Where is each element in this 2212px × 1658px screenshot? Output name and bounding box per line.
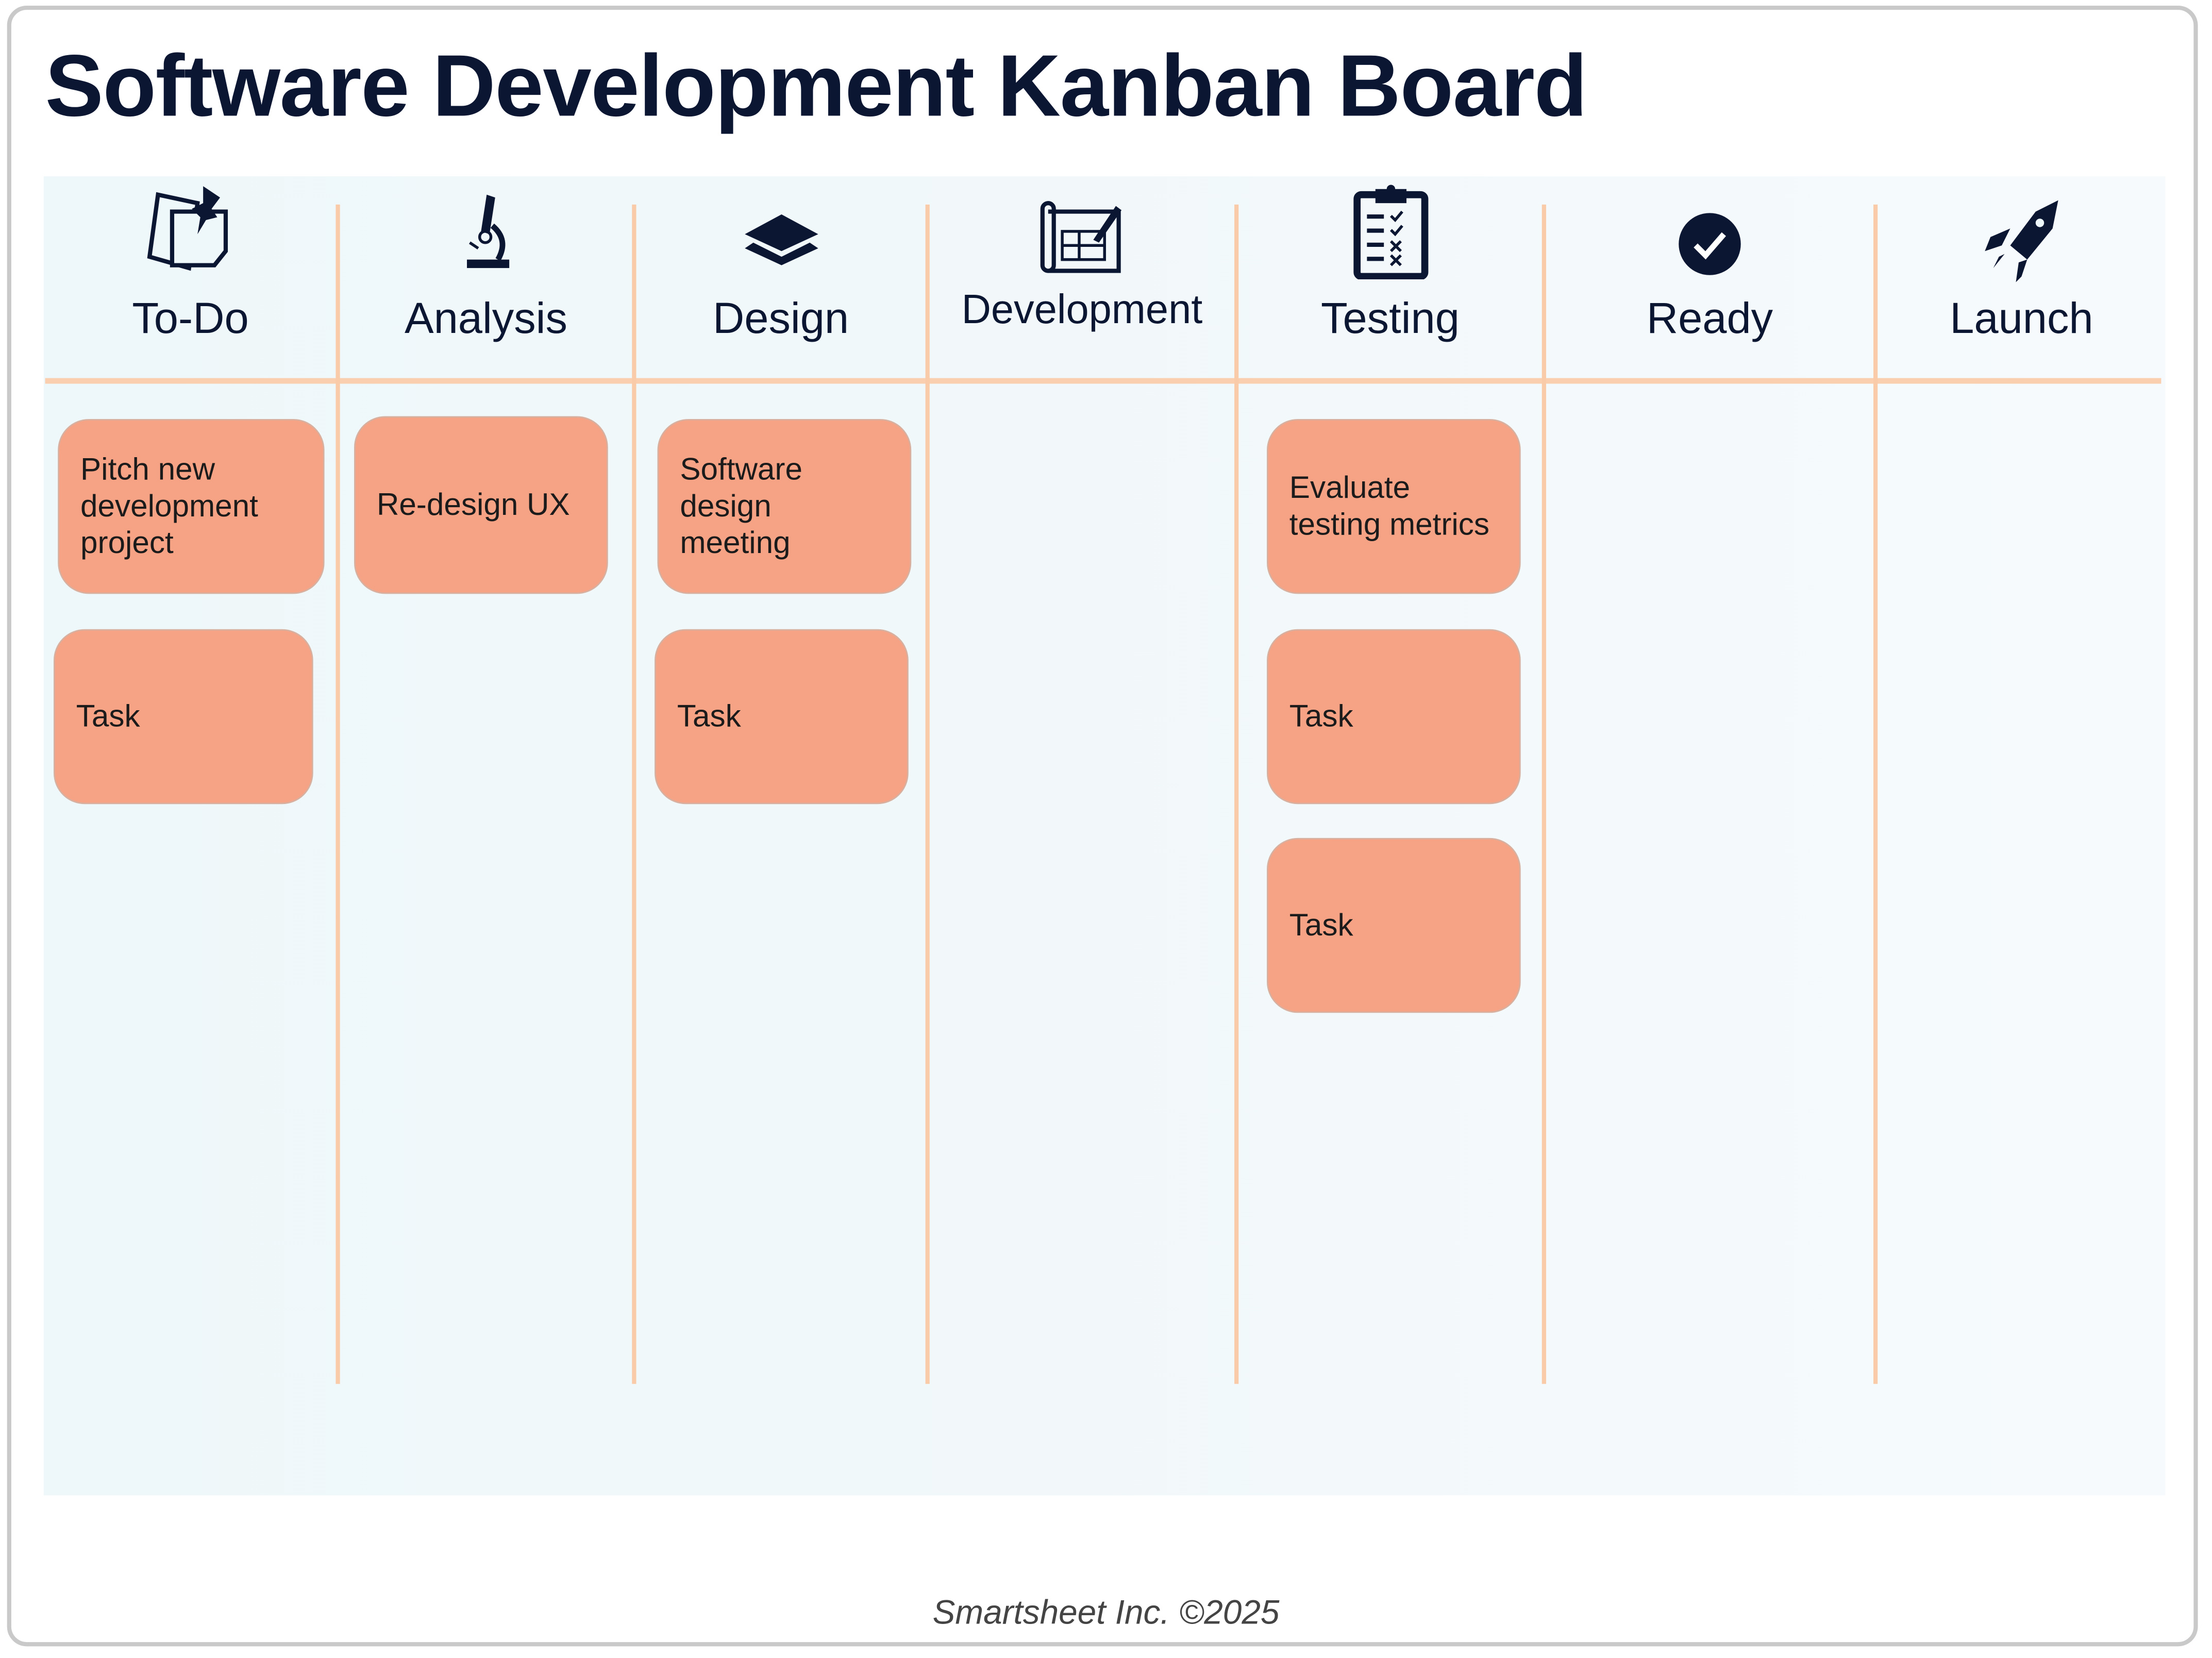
task-card[interactable]: Software design meeting [657,418,912,594]
microscope-icon [466,194,509,269]
column-header-testing: Testing [1238,183,1541,367]
task-card[interactable]: Task [1267,629,1521,805]
blueprint-icon [1040,201,1122,273]
column-header-launch: Launch [1878,183,2165,367]
column-divider [336,204,340,1384]
page-title: Software Development Kanban Board [45,38,1588,136]
column-label: Design [712,293,849,343]
page-frame [7,5,2198,1647]
footer-copyright: Smartsheet Inc. ©2025 [932,1594,1280,1632]
rocket-icon [1985,200,2058,282]
task-card[interactable]: Re-design UX [354,416,608,594]
column-label: To-Do [132,293,249,343]
task-card[interactable]: Evaluate testing metrics [1267,418,1521,594]
column-divider [925,204,930,1384]
column-header-development: Development [930,183,1234,367]
check-circle-icon [1679,213,1741,275]
column-label: Testing [1321,293,1460,343]
column-label: Ready [1646,293,1773,343]
column-header-design: Design [636,183,925,367]
header-divider [45,378,2161,384]
column-label: Analysis [404,293,567,343]
task-card[interactable]: Pitch new development project [58,418,325,594]
sticky-note-pin-icon [147,186,228,271]
clipboard-checklist-icon [1352,185,1428,279]
column-label: Development [961,288,1203,333]
kanban-board [43,176,2166,1496]
task-card[interactable]: Task [655,629,909,805]
column-label: Launch [1950,293,2093,343]
column-divider [1234,204,1239,1384]
column-divider [1873,204,1878,1384]
task-card[interactable]: Task [54,629,313,805]
column-header-analysis: Analysis [340,183,632,367]
column-header-todo: To-Do [45,183,336,367]
layers-icon [744,214,818,265]
column-divider [1541,204,1546,1384]
column-header-ready: Ready [1546,183,1873,367]
task-card[interactable]: Task [1267,838,1521,1013]
column-divider [632,204,636,1384]
